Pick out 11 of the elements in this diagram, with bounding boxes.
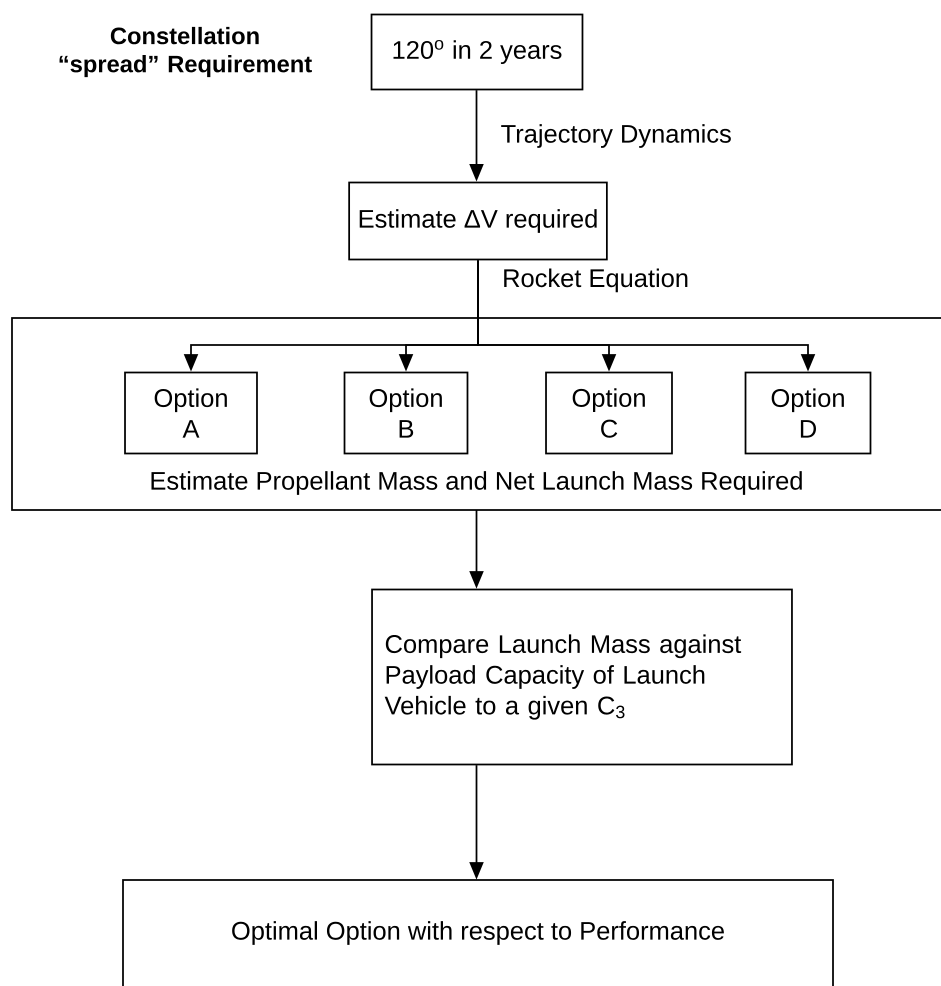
process-box: 120$^{o}$ in 2 years bbox=[370, 14, 584, 90]
option-box: Option D bbox=[744, 372, 872, 454]
side-heading: Constellation “spread” Requirement bbox=[60, 26, 312, 78]
option-box: Option B bbox=[344, 372, 468, 454]
edge-label: Rocket Equation bbox=[500, 266, 691, 294]
result-box: Optimal Option with respect to Performance bbox=[122, 879, 834, 986]
option-box: Option C bbox=[545, 372, 673, 454]
option-box: Option A bbox=[124, 372, 258, 454]
process-box: Compare Launch Mass against Payload Capacity of Launch Vehicle to a given C$_{3}$ bbox=[371, 588, 793, 766]
edge-label: Trajectory Dynamics bbox=[498, 122, 734, 150]
process-box: Estimate ΔV required bbox=[348, 182, 608, 260]
